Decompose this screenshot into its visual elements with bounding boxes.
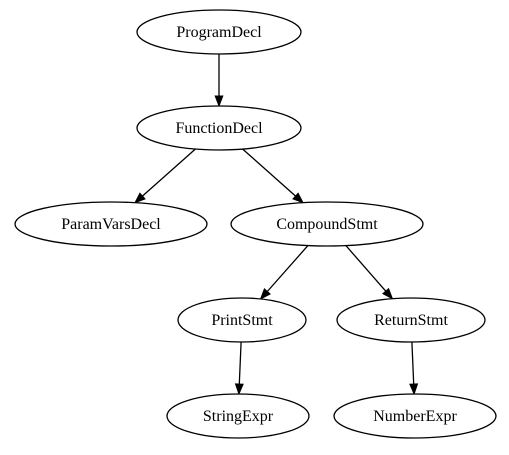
node-params: ParamVarsDecl <box>14 201 208 247</box>
edge-line <box>411 341 415 385</box>
node-program: ProgramDecl <box>136 9 302 55</box>
node-ellipse <box>230 201 424 247</box>
node-label: ParamVarsDecl <box>61 216 161 233</box>
edge-compound-to-print <box>259 245 309 301</box>
arrowhead-icon <box>214 95 224 108</box>
edge-compound-to-return <box>345 245 394 300</box>
node-ellipse <box>336 297 486 343</box>
node-ellipse <box>14 201 208 247</box>
node-compound: CompoundStmt <box>230 201 424 247</box>
node-print: PrintStmt <box>177 297 307 343</box>
node-ellipse <box>136 105 302 151</box>
node-ellipse <box>333 393 497 439</box>
edge-function-to-compound <box>242 148 305 204</box>
arrowhead-icon <box>382 287 394 300</box>
node-ellipse <box>177 297 307 343</box>
node-label: ReturnStmt <box>374 312 448 329</box>
edge-line <box>242 148 297 197</box>
edge-line <box>266 245 309 292</box>
arrowhead-icon <box>292 192 305 204</box>
node-label: CompoundStmt <box>276 216 378 233</box>
node-ellipse <box>136 9 302 55</box>
arrowhead-icon <box>259 288 271 301</box>
edge-program-to-function <box>214 54 224 108</box>
node-label: FunctionDecl <box>175 120 263 137</box>
edge-function-to-params <box>133 148 196 204</box>
edge-line <box>141 148 196 197</box>
arrowhead-icon <box>409 383 419 396</box>
node-ellipse <box>166 393 310 439</box>
node-label: StringExpr <box>203 408 274 425</box>
edge-line <box>238 341 242 385</box>
edge-return-to-number <box>409 341 419 396</box>
edges-layer <box>133 54 419 396</box>
edge-print-to-string <box>234 341 244 396</box>
node-label: NumberExpr <box>373 408 457 425</box>
node-string: StringExpr <box>166 393 310 439</box>
arrowhead-icon <box>234 383 244 396</box>
node-label: ProgramDecl <box>176 24 262 41</box>
node-number: NumberExpr <box>333 393 497 439</box>
node-label: PrintStmt <box>211 312 273 329</box>
node-return: ReturnStmt <box>336 297 486 343</box>
node-function: FunctionDecl <box>136 105 302 151</box>
edge-line <box>345 245 387 292</box>
arrowhead-icon <box>133 192 146 204</box>
